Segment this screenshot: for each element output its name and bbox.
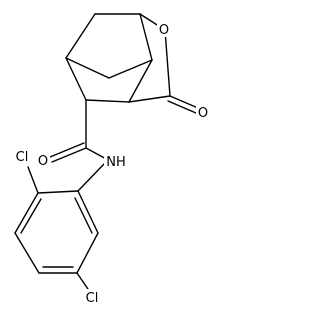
carbonyl-oxygen-label: O: [198, 106, 208, 121]
atom-label-chlorine-meta: Cl: [82, 289, 102, 306]
bond: [65, 13, 96, 59]
bridge-oxygen-label: O: [159, 23, 169, 38]
atom-label-carbonyl-oxygen: O: [196, 104, 210, 121]
dichlorophenyl-ring: [14, 166, 99, 293]
bond: [85, 99, 130, 103]
molecule-structure: O O O NH Cl Cl: [12, 13, 210, 306]
chlorine-meta-label: Cl: [86, 291, 99, 306]
bond: [169, 95, 199, 109]
amide-nitrogen-label: NH: [106, 155, 126, 170]
bond: [139, 13, 153, 61]
chlorine-ortho-label: Cl: [16, 150, 29, 165]
bond: [128, 59, 153, 103]
atom-label-amide-oxygen: O: [36, 152, 50, 169]
amide-group: [49, 99, 111, 192]
bond: [49, 142, 85, 158]
bond: [76, 272, 91, 293]
bond: [65, 57, 110, 79]
bond: [108, 59, 153, 79]
bond: [74, 197, 93, 234]
bond: [14, 232, 40, 274]
bicyclic-cage: [65, 13, 199, 114]
atom-label-bridge-oxygen: O: [157, 21, 171, 38]
bond: [51, 147, 87, 163]
bond: [77, 190, 99, 234]
bond: [76, 232, 99, 274]
bond: [20, 198, 42, 234]
atom-label-amide-nitrogen: NH: [104, 153, 128, 170]
atom-label-chlorine-ortho: Cl: [12, 148, 32, 165]
bond: [27, 166, 39, 194]
bond: [65, 57, 87, 101]
bond: [128, 95, 171, 103]
bond: [37, 190, 79, 194]
bond: [77, 163, 105, 192]
bond: [164, 29, 171, 97]
amide-oxygen-label: O: [38, 154, 48, 169]
bond: [14, 192, 39, 234]
bond: [167, 100, 197, 114]
